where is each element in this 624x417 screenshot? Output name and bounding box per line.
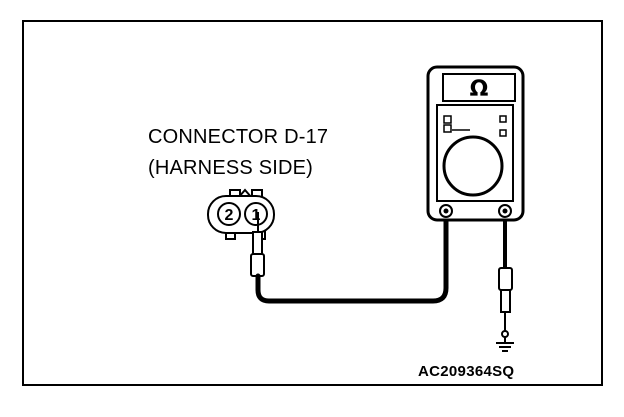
meter-display-symbol: Ω: [470, 77, 489, 102]
range-indicator-1: [443, 115, 452, 124]
connector-pin-2: [217, 202, 241, 226]
figure-code: AC209364SQ: [418, 363, 515, 380]
harness-connector: [207, 188, 275, 240]
jack-com-inner: [443, 208, 449, 214]
range-indicator-2: [443, 124, 452, 133]
probe-right: [498, 267, 513, 332]
pin-label-2: 2: [225, 207, 234, 224]
probe-left: [250, 212, 265, 277]
diagram-frame: [22, 20, 603, 386]
jack-v-ohm-inner: [502, 208, 508, 214]
mode-button-1: [499, 115, 507, 123]
ground-icon: [496, 330, 514, 352]
multimeter: Ω: [426, 65, 525, 222]
connector-title: CONNECTOR D-17: [148, 126, 329, 148]
mode-button-2: [499, 129, 507, 137]
connector-pin-1: [244, 202, 268, 226]
meter-display: [442, 73, 516, 102]
pin-label-1: 1: [252, 207, 261, 224]
rotary-dial: [442, 135, 504, 197]
connector-subtitle: (HARNESS SIDE): [148, 157, 314, 179]
test-lead-wire: [255, 209, 449, 304]
